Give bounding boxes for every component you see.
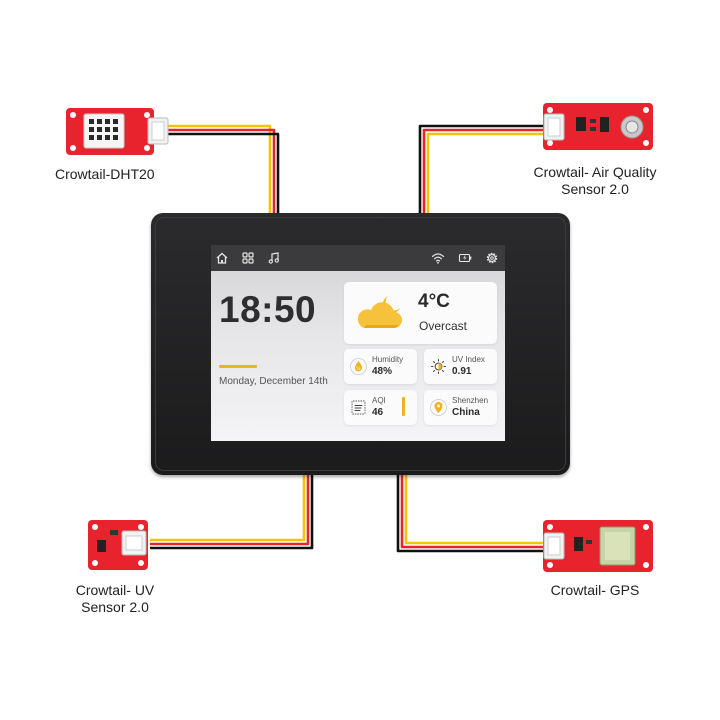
- clock-time: 18:50: [219, 289, 317, 330]
- status-bar: [211, 245, 505, 271]
- air-quality-icon: [351, 400, 366, 415]
- air-quality-module: [543, 103, 653, 150]
- dht20-label: Crowtail-DHT20: [55, 166, 155, 182]
- dht20-module: [66, 108, 169, 155]
- uv-index-card[interactable]: UV Index 0.91: [424, 349, 497, 384]
- touch-screen[interactable]: 18:50 Monday, December 14th 4°C Overcast…: [211, 245, 505, 441]
- aqi-card[interactable]: AQI 46: [344, 390, 417, 425]
- accent-underline: [219, 365, 257, 368]
- apps-icon[interactable]: [241, 251, 255, 265]
- sun-icon: [431, 359, 446, 374]
- uv-label-line2: Sensor 2.0: [81, 599, 149, 615]
- humidity-value: 48%: [372, 366, 393, 377]
- weather-condition: Overcast: [419, 319, 468, 333]
- air-quality-label-line2: Sensor 2.0: [561, 181, 629, 197]
- uv-label-line1: Crowtail- UV: [75, 582, 155, 598]
- uv-index-value: 0.91: [452, 366, 472, 377]
- gps-label: Crowtail- GPS: [550, 582, 640, 598]
- uv-index-label: UV Index: [452, 355, 485, 364]
- music-icon[interactable]: [267, 251, 281, 265]
- location-country: China: [452, 407, 480, 418]
- air-quality-label-line1: Crowtail- Air Quality: [533, 164, 657, 180]
- cable-air-quality: [418, 124, 544, 216]
- wifi-icon[interactable]: [431, 251, 445, 265]
- clock-date: Monday, December 14th: [219, 376, 328, 387]
- air-quality-label: Crowtail- Air Quality Sensor 2.0: [505, 164, 685, 198]
- aqi-value: 46: [372, 407, 384, 418]
- weather-card[interactable]: 4°C Overcast: [344, 282, 497, 344]
- location-pin-icon: [430, 399, 447, 416]
- location-city: Shenzhen: [452, 396, 489, 405]
- temperature-value: 4°C: [418, 291, 450, 312]
- cable-gps: [396, 472, 545, 553]
- cloud-moon-icon: [357, 296, 402, 328]
- humidity-drop-icon: %: [350, 358, 367, 375]
- home-icon[interactable]: [215, 251, 229, 265]
- aqi-label: AQI: [372, 396, 386, 405]
- battery-charging-icon[interactable]: [458, 251, 472, 265]
- cable-uv: [150, 472, 314, 550]
- humidity-label: Humidity: [372, 355, 404, 364]
- settings-icon[interactable]: [485, 251, 499, 265]
- svg-text:%: %: [356, 366, 361, 372]
- uv-label: Crowtail- UV Sensor 2.0: [55, 582, 175, 616]
- cable-dht20: [168, 124, 280, 216]
- aqi-level-bar: [402, 397, 405, 416]
- uv-module: [88, 520, 148, 570]
- location-card[interactable]: Shenzhen China: [424, 390, 497, 425]
- humidity-card[interactable]: % Humidity 48%: [344, 349, 417, 384]
- gps-module: [543, 520, 653, 572]
